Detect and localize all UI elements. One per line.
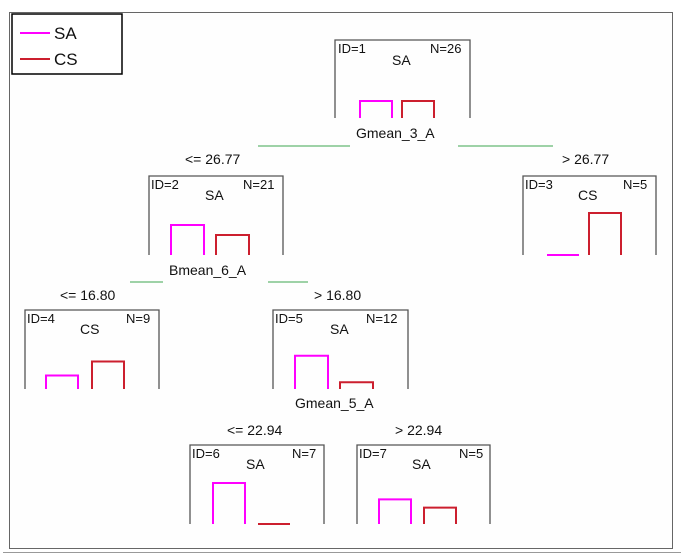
tree-node-5: ID=5 SA N=12 Gmean_5_A <box>272 309 409 411</box>
node-2-n: N=21 <box>243 177 274 192</box>
legend-label-cs: CS <box>54 50 78 69</box>
node-1-bar-sa <box>359 100 393 118</box>
node-5-split-variable: Gmean_5_A <box>295 395 374 411</box>
legend: SA CS <box>11 13 123 75</box>
node-1-class: SA <box>392 52 411 68</box>
node-6-bar-sa <box>212 482 246 524</box>
node-2-bar-cs <box>215 234 250 255</box>
node-6-n: N=7 <box>292 446 316 461</box>
node-1-border <box>334 39 471 118</box>
node-5-id: ID=5 <box>275 311 303 326</box>
node-5-n: N=12 <box>366 311 397 326</box>
node-7-border <box>356 444 491 524</box>
node-3-n: N=5 <box>623 177 647 192</box>
node-4-id: ID=4 <box>27 311 55 326</box>
node-2-split-variable: Bmean_6_A <box>169 262 247 278</box>
node-2-class: SA <box>205 187 224 203</box>
node-4-bar-cs <box>91 360 125 389</box>
node-7-bar-sa <box>378 498 412 524</box>
edge-label-2-5: > 16.80 <box>314 287 361 303</box>
node-5-bar-sa <box>294 354 329 389</box>
tree-node-2: ID=2 SA N=21 Bmean_6_A <box>148 175 284 278</box>
node-4-class: CS <box>80 321 99 337</box>
node-4-n: N=9 <box>126 311 150 326</box>
tree-node-7: ID=7 SA N=5 <box>356 444 491 524</box>
node-5-class: SA <box>330 321 349 337</box>
node-3-class: CS <box>578 187 597 203</box>
node-7-n: N=5 <box>459 446 483 461</box>
node-7-id: ID=7 <box>359 446 387 461</box>
tree-node-4: ID=4 CS N=9 <box>24 309 160 389</box>
node-1-n: N=26 <box>430 41 461 56</box>
tree-node-6: ID=6 SA N=7 <box>189 444 325 525</box>
node-6-class: SA <box>246 456 265 472</box>
node-3-border <box>522 175 657 255</box>
node-3-id: ID=3 <box>525 177 553 192</box>
node-4-border <box>24 309 160 389</box>
bottom-rule <box>3 552 681 553</box>
node-2-bar-sa <box>170 224 205 255</box>
node-1-bar-cs <box>401 100 435 118</box>
node-2-border <box>148 175 284 255</box>
diagram-frame <box>9 12 673 549</box>
legend-box <box>11 13 123 75</box>
node-7-bar-cs <box>423 506 457 524</box>
edge-label-5-7: > 22.94 <box>395 422 442 438</box>
edge-label-1-2: <= 26.77 <box>185 151 240 167</box>
node-4-bar-sa <box>45 374 79 389</box>
node-6-border <box>189 444 325 524</box>
node-1-split-variable: Gmean_3_A <box>356 125 435 141</box>
node-5-bar-cs <box>339 381 374 389</box>
edge-label-2-4: <= 16.80 <box>60 287 115 303</box>
node-5-border <box>272 309 409 389</box>
node-7-class: SA <box>412 456 431 472</box>
node-1-id: ID=1 <box>338 41 366 56</box>
edges: <= 26.77 > 26.77 <= 16.80 > 16.80 <= 22.… <box>60 145 609 438</box>
node-6-id: ID=6 <box>192 446 220 461</box>
edge-label-1-3: > 26.77 <box>562 151 609 167</box>
tree-node-1: ID=1 SA N=26 Gmean_3_A <box>334 39 471 141</box>
node-3-bar-cs <box>588 212 622 255</box>
tree-node-3: ID=3 CS N=5 <box>522 175 657 256</box>
node-2-id: ID=2 <box>151 177 179 192</box>
edge-label-5-6: <= 22.94 <box>227 422 282 438</box>
legend-label-sa: SA <box>54 24 77 43</box>
